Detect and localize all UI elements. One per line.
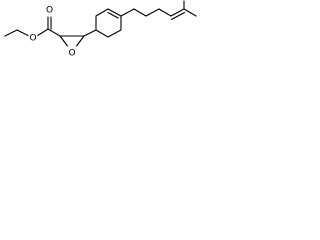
- bond-carbonyl-to-epoxide: [47, 28, 61, 37]
- chain-bond-methyl-right: [183, 8, 197, 17]
- chain-bond-5-double: [170, 8, 185, 17]
- cyclohexene-ring: [95, 8, 122, 38]
- chain-bond-5-double-inner: [170, 11, 186, 21]
- ring-bond-5: [95, 8, 109, 17]
- bond-methyl-methylene: [4, 29, 18, 37]
- epoxide-oxygen-label: O: [68, 49, 75, 59]
- chain-bond-3: [145, 8, 160, 17]
- atom-label-ester-ether-oxygen: O: [28, 31, 38, 44]
- ring-bond-2: [107, 29, 122, 38]
- ethyl-group: [4, 29, 30, 37]
- bond-epoxide-to-ring: [83, 29, 97, 37]
- ester-ether-oxygen-label: O: [29, 34, 36, 44]
- atom-label-epoxide-oxygen: O: [67, 46, 77, 59]
- ring-bond-1: [95, 29, 109, 38]
- bond-methylene-oxygen: [16, 29, 30, 37]
- chemical-structure-diagram: O O O: [4, 0, 197, 59]
- side-chain: [120, 0, 197, 21]
- carbonyl-oxygen-label: O: [46, 6, 53, 16]
- ring-bond-4-double-inner: [107, 11, 119, 19]
- ester-group: [36, 16, 61, 37]
- chain-bond-2: [133, 8, 147, 17]
- ring-bond-4-double: [107, 8, 122, 17]
- chain-bond-1: [120, 8, 135, 17]
- chain-bond-4: [158, 8, 172, 17]
- atom-label-carbonyl-oxygen: O: [45, 3, 54, 16]
- bond-oxygen-carbonyl-carbon: [36, 28, 49, 37]
